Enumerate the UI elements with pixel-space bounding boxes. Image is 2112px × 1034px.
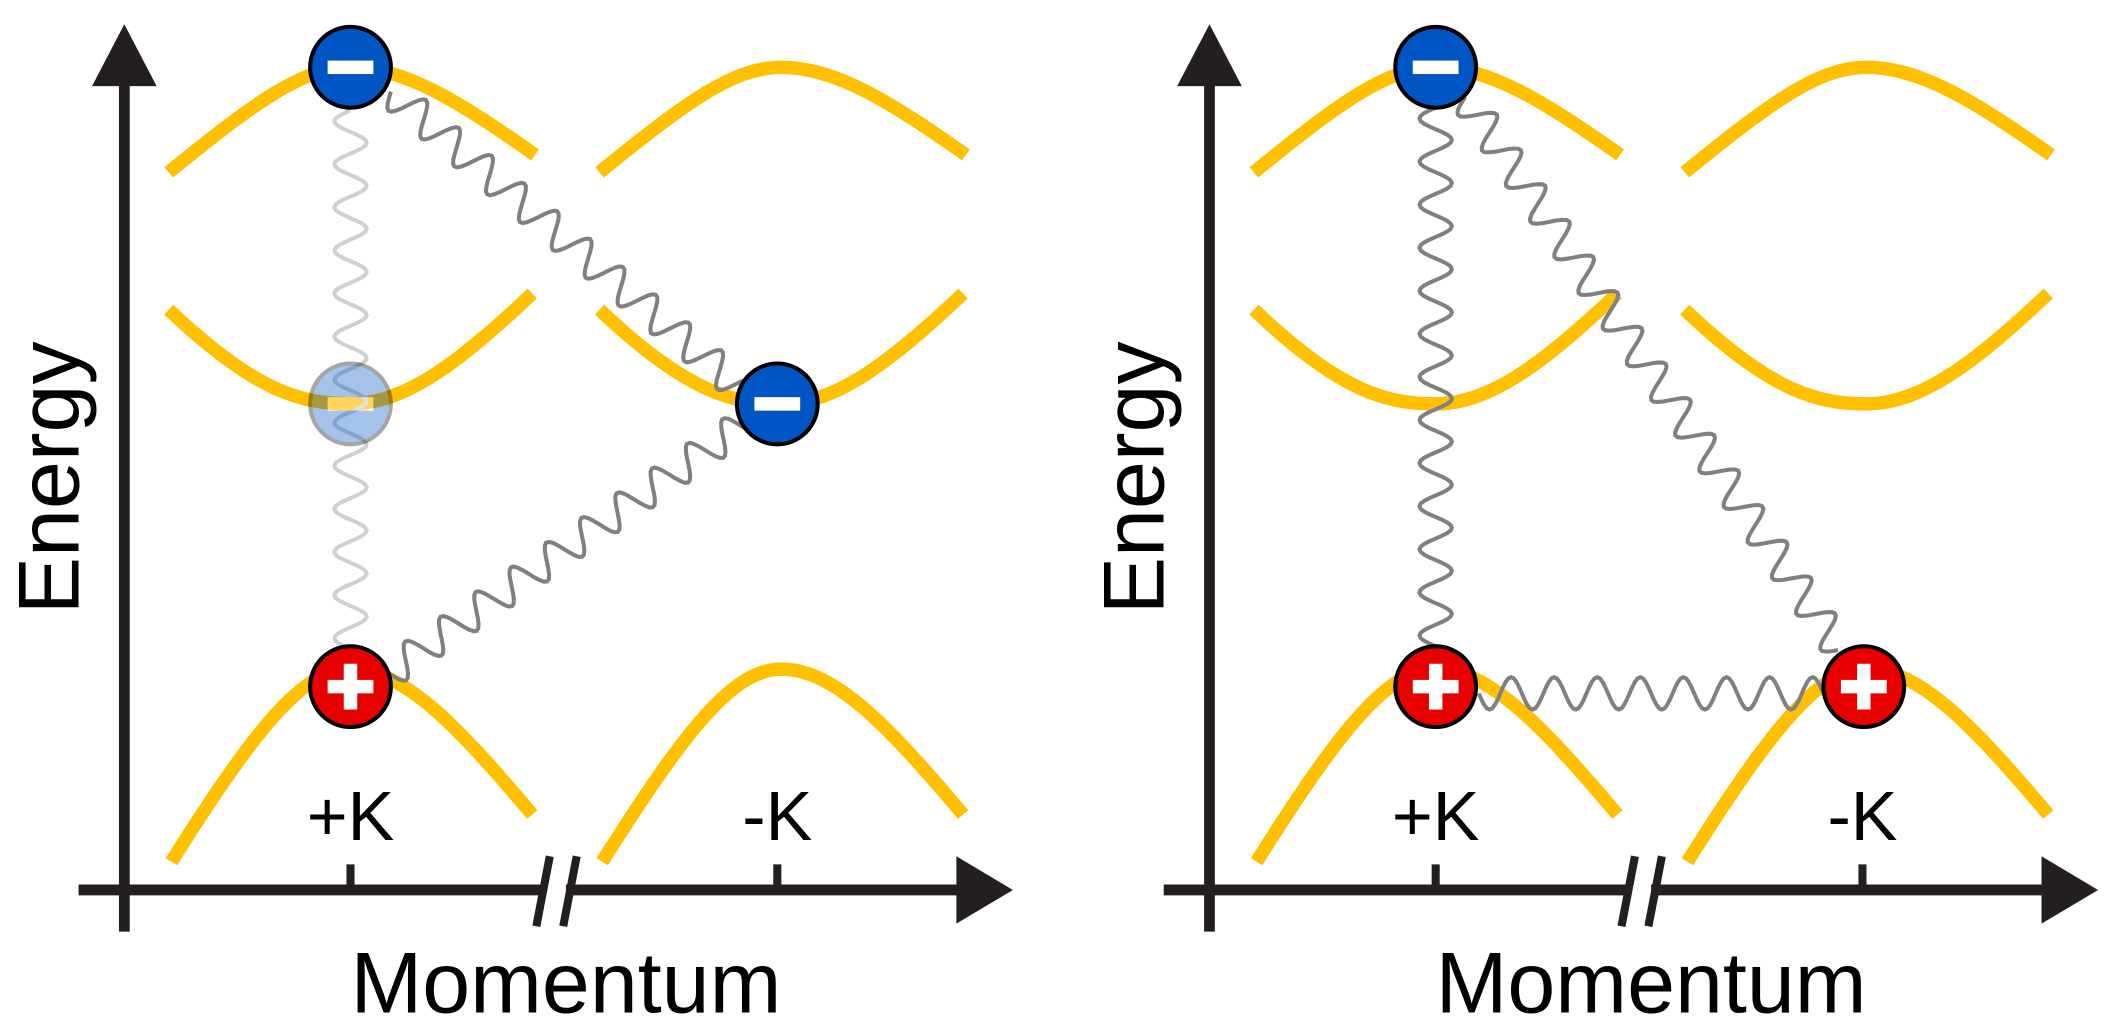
photon bbox=[1417, 105, 1455, 649]
electron-circle bbox=[308, 361, 393, 447]
electron bbox=[308, 24, 393, 110]
lower-conduction-band bbox=[1680, 288, 2053, 411]
axis-break-mark bbox=[1617, 855, 1639, 928]
hole bbox=[308, 644, 393, 730]
valley-label-minus-k: -K bbox=[742, 777, 812, 855]
momentum-axis-label: Momentum bbox=[1436, 935, 1867, 1031]
lower-conduction-band bbox=[164, 288, 537, 411]
plus-icon-v bbox=[343, 663, 358, 710]
minus-icon bbox=[327, 397, 374, 411]
upper-conduction-band bbox=[1680, 60, 2055, 178]
photon bbox=[387, 416, 759, 683]
photon bbox=[385, 90, 755, 393]
panel-left: +K -K Momentum Energy bbox=[2, 24, 1013, 1031]
photon-faint bbox=[332, 108, 369, 649]
energy-axis-label: Energy bbox=[2, 341, 98, 614]
hole bbox=[1821, 644, 1907, 730]
axis-break-mark bbox=[1644, 855, 1666, 928]
minus-icon bbox=[1412, 60, 1459, 75]
lower-conduction-band bbox=[1249, 288, 1623, 411]
plus-icon-v bbox=[1857, 663, 1871, 710]
momentum-axis-label: Momentum bbox=[350, 935, 781, 1031]
energy-axis-arrow bbox=[1177, 24, 1242, 87]
axis-break-mark bbox=[532, 855, 554, 928]
energy-axis-arrow bbox=[92, 24, 157, 87]
momentum-axis-arrow bbox=[956, 856, 1013, 924]
momentum-axis-arrow bbox=[2041, 856, 2099, 924]
minus-icon bbox=[754, 397, 801, 411]
photon bbox=[1455, 95, 1839, 654]
upper-conduction-band bbox=[595, 60, 970, 178]
minus-icon bbox=[327, 60, 374, 75]
valence-band bbox=[596, 662, 969, 866]
valley-label-plus-k: +K bbox=[307, 777, 395, 855]
hole bbox=[1393, 644, 1479, 730]
panel-right: +K -K Momentum Energy bbox=[1087, 24, 2099, 1031]
photon bbox=[1476, 675, 1828, 712]
electron bbox=[308, 361, 393, 447]
electron bbox=[1393, 24, 1479, 110]
axis-break-mark bbox=[559, 855, 581, 928]
energy-axis-label: Energy bbox=[1087, 341, 1183, 614]
plus-icon-v bbox=[1428, 663, 1443, 710]
valley-label-plus-k: +K bbox=[1392, 777, 1480, 855]
valley-label-minus-k: -K bbox=[1827, 777, 1897, 855]
electron bbox=[734, 361, 820, 447]
